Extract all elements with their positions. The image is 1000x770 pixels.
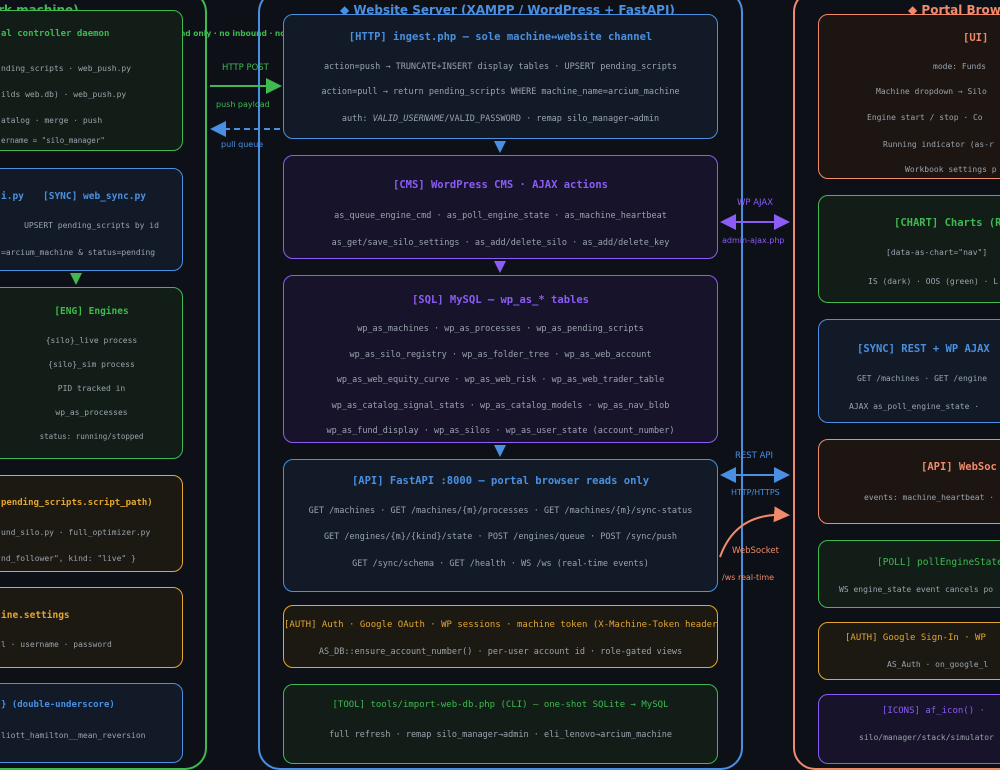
- portal-ui-header: [UI]: [963, 32, 989, 44]
- portal-chart-line: [data-as-chart="nav"]: [886, 248, 988, 257]
- http-auth-pre: auth:: [341, 114, 373, 124]
- portal-sync-line: AJAX as_poll_engine_state ·: [849, 402, 980, 411]
- right-column-title: ◆ Portal Brow: [908, 3, 1000, 17]
- pull-queue-label: pull queue: [221, 140, 264, 149]
- portal-api-header: [API] WebSoc: [921, 461, 997, 473]
- http-ingest-box: [HTTP] ingest.php — sole machine↔website…: [283, 14, 718, 139]
- daemon-header: al controller daemon: [1, 29, 110, 39]
- portal-poll-box: [POLL] pollEngineState WS engine_state e…: [818, 540, 1000, 608]
- center-column-title: ◆ Website Server (XAMPP / WordPress + Fa…: [340, 3, 675, 17]
- portal-ui-line: Engine start / stop · Co: [867, 113, 983, 122]
- engines-line: PID tracked in: [57, 384, 126, 393]
- sync-header-b: [SYNC] web_sync.py: [43, 191, 146, 202]
- sql-line: wp_as_machines · wp_as_processes · wp_as…: [357, 324, 644, 334]
- auth-header: [AUTH] Auth · Google OAuth · WP sessions…: [284, 620, 718, 630]
- http-header: [HTTP] ingest.php — sole machine↔website…: [348, 31, 653, 43]
- http-auth-post: /VALID_PASSWORD · remap silo_manager→adm…: [444, 114, 660, 124]
- http-line: action=pull → return pending_scripts WHE…: [321, 87, 680, 97]
- sql-line: wp_as_fund_display · wp_as_silos · wp_as…: [326, 426, 675, 436]
- fastapi-line: GET /sync/schema · GET /health · WS /ws …: [352, 559, 649, 569]
- http-post-label: HTTP POST: [222, 63, 269, 73]
- scripts-box: pending_scripts.script_path) und_silo.py…: [0, 475, 183, 572]
- portal-poll-line: WS engine_state event cancels po: [839, 585, 994, 594]
- rest-api-label: REST API: [735, 451, 774, 461]
- portal-ui-box: [UI] mode: Funds Machine dropdown → Silo…: [818, 14, 1000, 179]
- portal-icons-header: [ICONS] af_icon() ·: [882, 706, 985, 716]
- naming-line: liott_hamilton__mean_reversion: [1, 731, 146, 740]
- sync-line: UPSERT pending_scripts by id: [24, 221, 159, 230]
- auth-line: AS_DB::ensure_account_number() · per-use…: [318, 647, 683, 657]
- tool-box: [TOOL] tools/import-web-db.php (CLI) — o…: [283, 684, 718, 764]
- sync-box: i.py [SYNC] web_sync.py UPSERT pending_s…: [0, 168, 183, 271]
- sync-line: =arcium_machine & status=pending: [1, 248, 156, 257]
- daemon-line: atalog · merge · push: [1, 116, 103, 125]
- portal-ui-line: mode: Funds: [933, 62, 986, 71]
- sql-box: [SQL] MySQL — wp_as_* tables wp_as_machi…: [283, 275, 718, 443]
- cms-header: [CMS] WordPress CMS · AJAX actions: [393, 179, 608, 191]
- scripts-line: und_silo.py · full_optimizer.py: [1, 528, 151, 537]
- websocket-label: WebSocket: [732, 546, 779, 556]
- wp-ajax-label: WP AJAX: [737, 198, 774, 208]
- ws-realtime-label: /ws real-time: [722, 573, 775, 582]
- fastapi-header: [API] FastAPI :8000 — portal browser rea…: [351, 475, 650, 487]
- portal-auth-header: [AUTH] Google Sign-In · WP: [845, 633, 986, 643]
- cms-line: as_queue_engine_cmd · as_poll_engine_sta…: [334, 211, 667, 221]
- portal-icons-box: [ICONS] af_icon() · silo/manager/stack/s…: [818, 694, 1000, 764]
- http-https-label: HTTP/HTTPS: [731, 488, 780, 497]
- portal-ui-line: Workbook settings p: [905, 165, 997, 174]
- outbound-note: outbound only · no inbound · no port for…: [150, 29, 342, 38]
- fastapi-box: [API] FastAPI :8000 — portal browser rea…: [283, 459, 718, 592]
- cms-line: as_get/save_silo_settings · as_add/delet…: [331, 238, 670, 248]
- portal-api-line: events: machine_heartbeat ·: [864, 493, 995, 502]
- portal-api-box: [API] WebSoc events: machine_heartbeat ·: [818, 439, 1000, 524]
- portal-sync-line: GET /machines · GET /engine: [857, 374, 988, 383]
- daemon-line: ername = "silo_manager": [1, 136, 105, 145]
- portal-chart-line: IS (dark) · OOS (green) · L: [868, 277, 999, 286]
- portal-chart-box: [CHART] Charts (R [data-as-chart="nav"] …: [818, 195, 1000, 303]
- engines-line: status: running/stopped: [39, 432, 144, 441]
- engines-line: {silo}_sim process: [48, 360, 135, 369]
- tool-line: full refresh · remap silo_manager→admin …: [329, 730, 672, 740]
- portal-ui-line: Machine dropdown → Silo: [876, 87, 987, 96]
- engines-box: [ENG] Engines {silo}_live process {silo}…: [0, 287, 183, 459]
- portal-auth-line: AS_Auth · on_google_l: [887, 660, 989, 669]
- engines-line: wp_as_processes: [55, 408, 128, 417]
- cms-box: [CMS] WordPress CMS · AJAX actions as_qu…: [283, 155, 718, 259]
- tool-header: [TOOL] tools/import-web-db.php (CLI) — o…: [332, 700, 669, 710]
- daemon-line: nding_scripts · web_push.py: [1, 64, 132, 73]
- portal-auth-box: [AUTH] Google Sign-In · WP AS_Auth · on_…: [818, 622, 1000, 680]
- engines-line: {silo}_live process: [45, 336, 138, 345]
- daemon-box: al controller daemon nding_scripts · web…: [0, 10, 183, 151]
- admin-ajax-label: admin-ajax.php: [722, 236, 785, 245]
- daemon-line: ilds web.db) · web_push.py: [1, 90, 127, 99]
- naming-header: } (double-underscore): [1, 700, 115, 710]
- http-auth-user: VALID_USERNAME: [372, 114, 445, 124]
- portal-sync-box: [SYNC] REST + WP AJAX GET /machines · GE…: [818, 319, 1000, 423]
- settings-line: l · username · password: [1, 640, 112, 649]
- sql-line: wp_as_silo_registry · wp_as_folder_tree …: [349, 350, 652, 360]
- portal-ui-line: Running indicator (as-r: [883, 140, 994, 149]
- portal-chart-header: [CHART] Charts (R: [894, 217, 1000, 229]
- http-line: action=push → TRUNCATE+INSERT display ta…: [323, 62, 678, 72]
- sql-header: [SQL] MySQL — wp_as_* tables: [411, 294, 589, 306]
- portal-poll-header: [POLL] pollEngineState: [877, 557, 1000, 568]
- scripts-header: pending_scripts.script_path): [1, 498, 153, 508]
- sync-header-a: i.py: [1, 191, 24, 202]
- push-payload-label: push payload: [216, 100, 270, 109]
- portal-icons-line: silo/manager/stack/simulator: [859, 733, 994, 742]
- sql-line: wp_as_web_equity_curve · wp_as_web_risk …: [336, 375, 665, 385]
- scripts-line: nd_follower", kind: "live" }: [1, 554, 136, 563]
- sql-line: wp_as_catalog_signal_stats · wp_as_catal…: [331, 401, 670, 411]
- fastapi-line: GET /engines/{m}/{kind}/state · POST /en…: [323, 532, 678, 542]
- naming-box: } (double-underscore) liott_hamilton__me…: [0, 683, 183, 763]
- settings-header: ine.settings: [1, 610, 70, 621]
- fastapi-line: GET /machines · GET /machines/{m}/proces…: [308, 506, 693, 516]
- http-auth-line: auth: VALID_USERNAME/VALID_PASSWORD · re…: [284, 114, 717, 124]
- settings-box: ine.settings l · username · password: [0, 587, 183, 668]
- auth-box: [AUTH] Auth · Google OAuth · WP sessions…: [283, 605, 718, 668]
- engines-header: [ENG] Engines: [54, 306, 129, 317]
- portal-sync-header: [SYNC] REST + WP AJAX: [857, 343, 990, 355]
